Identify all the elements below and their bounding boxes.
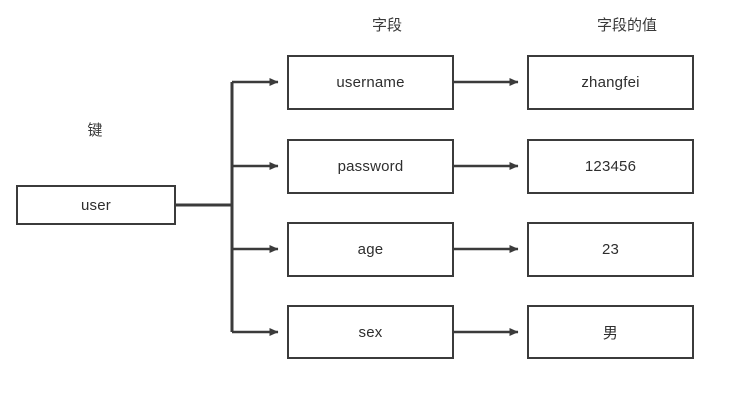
caption-value: 字段的值 (596, 17, 657, 34)
node-field-sex: sex (287, 305, 454, 359)
node-key-user: user (16, 185, 176, 225)
caption-key: 键 (87, 122, 103, 139)
node-value-sex: 男 (527, 305, 694, 359)
caption-field: 字段 (371, 17, 402, 34)
node-value-password: 123456 (527, 139, 694, 194)
node-value-username: zhangfei (527, 55, 694, 110)
node-field-password: password (287, 139, 454, 194)
node-field-age: age (287, 222, 454, 277)
node-field-username: username (287, 55, 454, 110)
node-value-age: 23 (527, 222, 694, 277)
